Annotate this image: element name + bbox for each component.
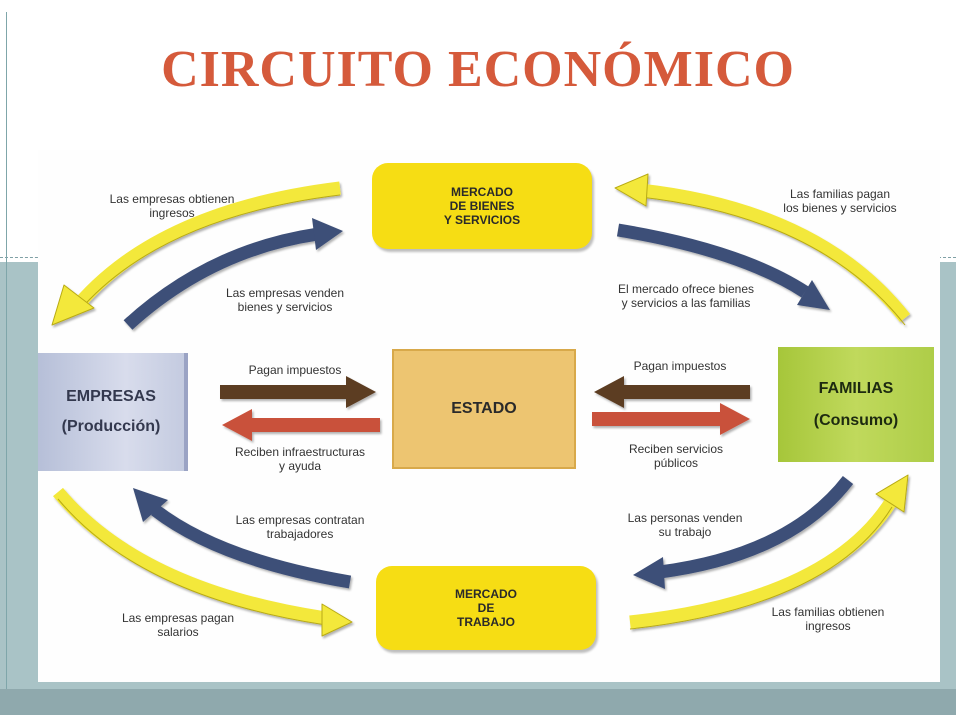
label-empresas-obtienen-ingresos: Las empresas obtienen ingresos [109,192,235,220]
arrow-familias-pagan-bienes [614,173,911,326]
label-reciben-infraestructuras: Reciben infraestructuras y ayuda [234,445,366,473]
consumo-label: (Consumo) [813,411,899,429]
empresas-box: EMPRESAS (Producción) [38,353,188,471]
arrow-familias-obtienen-ingresos [629,474,909,630]
empresas-label: EMPRESAS [66,388,156,405]
arrow-reciben-servicios [592,403,750,435]
arrow-empresas-obtienen-ingresos [51,181,341,326]
slide-border [6,12,7,692]
label-personas-venden-trabajo: Las personas venden su trabajo [627,511,743,539]
label-empresas-contratan: Las empresas contratan trabajadores [235,513,365,541]
label-pagan-impuestos-familias: Pagan impuestos [633,359,727,373]
arrow-empresas-contratan [133,488,352,589]
label-pagan-impuestos-empresas: Pagan impuestos [248,363,342,377]
arrow-mercado-ofrece [616,223,830,310]
produccion-label: (Producción) [61,418,161,435]
label-mercado-ofrece: El mercado ofrece bienes y servicios a l… [617,282,755,310]
label-familias-pagan-bienes: Las familias pagan los bienes y servicio… [783,187,897,215]
familias-box: FAMILIAS (Consumo) [778,347,934,462]
arrow-pagan-impuestos-empresas [220,376,376,408]
familias-label: FAMILIAS [818,379,894,397]
mercado-bienes-servicios-box: MERCADO DE BIENES Y SERVICIOS [372,163,592,249]
arrow-empresas-pagan-salarios [53,487,353,637]
mercado-trabajo-box: MERCADO DE TRABAJO [376,566,596,650]
label-familias-obtienen-ingresos: Las familias obtienen ingresos [771,605,885,633]
estado-box: ESTADO [392,349,576,469]
arrow-pagan-impuestos-familias [594,376,750,408]
slide-title: CIRCUITO ECONÓMICO [161,41,795,98]
label-reciben-servicios: Reciben servicios públicos [628,442,724,470]
slide-footer-bar [0,689,956,715]
arrow-empresas-venden [123,218,343,330]
label-empresas-venden: Las empresas venden bienes y servicios [225,286,345,314]
arrow-personas-venden-trabajo [633,476,854,589]
label-empresas-pagan-salarios: Las empresas pagan salarios [121,611,235,639]
arrow-reciben-infraestructuras [222,409,380,441]
